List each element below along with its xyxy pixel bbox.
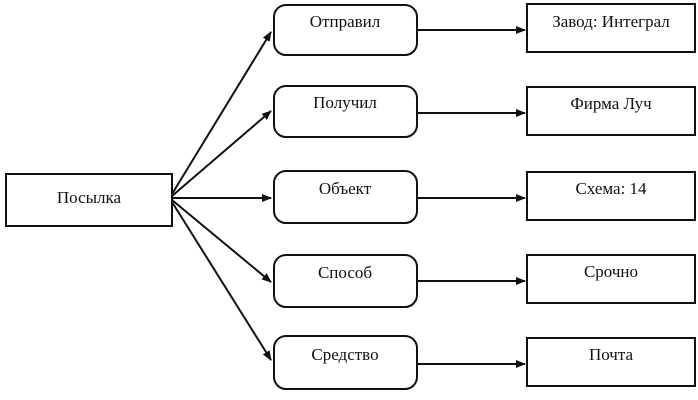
value-box (526, 171, 696, 221)
root-to-slot-arrow (171, 31, 272, 195)
root-box (5, 173, 173, 227)
value-label: Срочно (584, 262, 638, 281)
slot-row: Способ Срочно (171, 199, 696, 308)
root-label: Посылка (57, 188, 122, 207)
slot-label: Объект (319, 179, 372, 198)
value-label: Завод: Интеграл (552, 12, 670, 31)
slot-row: Отправил Завод: Интеграл (171, 3, 696, 195)
value-label: Схема: 14 (575, 179, 647, 198)
slot-row: Средство Почта (171, 201, 696, 390)
root-to-slot-arrow (171, 199, 272, 283)
slot-row: Получил Фирма Луч (171, 85, 696, 197)
root-node: Посылка (5, 173, 173, 227)
root-to-slot-arrow (171, 110, 272, 197)
slot-box (273, 85, 418, 138)
slot-label: Средство (311, 345, 378, 364)
value-label: Почта (589, 345, 634, 364)
root-to-slot-arrow (171, 201, 272, 361)
value-box (526, 337, 696, 387)
value-box (526, 254, 696, 304)
value-box (526, 86, 696, 136)
slot-row: Объект Схема: 14 (172, 170, 696, 224)
value-box (526, 3, 696, 53)
slot-label: Получил (313, 93, 377, 112)
slot-box (273, 335, 418, 390)
slot-label: Отправил (310, 12, 381, 31)
value-label: Фирма Луч (570, 94, 652, 113)
slot-label: Способ (318, 263, 372, 282)
